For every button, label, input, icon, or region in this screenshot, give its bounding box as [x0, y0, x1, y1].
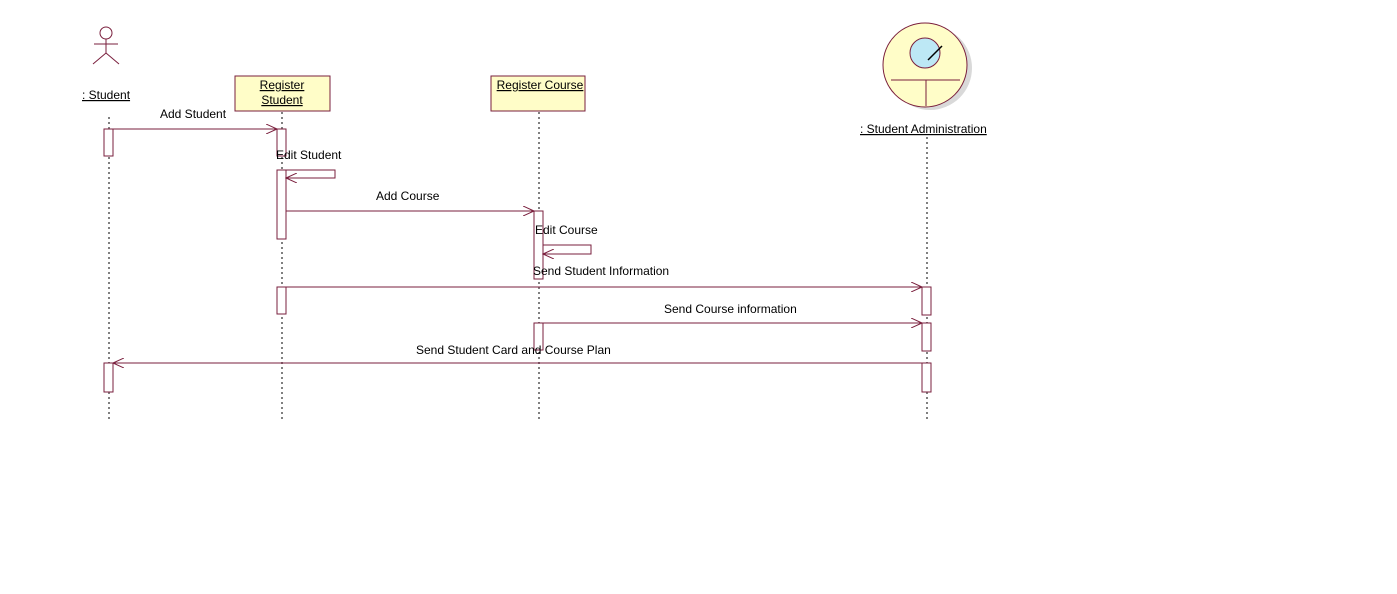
object-box-register-student — [234, 75, 331, 112]
participant-student-administration[interactable]: : Student Administration — [860, 22, 987, 136]
message-edit-student-label: Edit Student — [276, 148, 342, 162]
register-course-label: Register Course — [497, 78, 584, 92]
participant-student-label: : Student — [82, 88, 131, 102]
message-edit-course-label: Edit Course — [535, 223, 598, 237]
message-edit-student[interactable]: Edit Student — [276, 148, 342, 178]
activation-student-1 — [103, 128, 114, 157]
actor-stick-figure-icon — [92, 26, 120, 65]
message-send-course-information[interactable]: Send Course information — [543, 302, 922, 323]
participant-register-student[interactable]: Register Student — [234, 75, 331, 112]
message-edit-course[interactable]: Edit Course — [535, 223, 598, 254]
register-student-label-line1: Register — [260, 78, 305, 92]
activation-register-student-2 — [276, 169, 287, 240]
entity-circle-icon — [882, 22, 972, 110]
participant-student[interactable]: : Student — [82, 26, 131, 102]
message-add-course-label: Add Course — [376, 189, 440, 203]
message-send-student-card-and-course-plan[interactable]: Send Student Card and Course Plan — [113, 343, 922, 363]
activation-student-2 — [103, 362, 114, 393]
message-send-student-card-and-course-plan-label: Send Student Card and Course Plan — [416, 343, 611, 357]
activation-student-administration-1 — [921, 286, 932, 316]
message-add-student-label: Add Student — [160, 107, 227, 121]
object-box-register-course — [490, 75, 586, 112]
message-send-course-information-label: Send Course information — [664, 302, 797, 316]
message-send-student-information[interactable]: Send Student Information — [286, 264, 922, 287]
activation-register-student-3 — [276, 286, 287, 315]
activation-student-administration-3 — [921, 362, 932, 393]
activation-register-student-1 — [276, 128, 287, 157]
message-add-course[interactable]: Add Course — [286, 189, 534, 211]
message-add-student[interactable]: Add Student — [113, 107, 277, 129]
register-student-label-line2: Student — [261, 93, 303, 107]
participant-register-course[interactable]: Register Course — [490, 75, 586, 112]
student-administration-label: : Student Administration — [860, 122, 987, 136]
activation-student-administration-2 — [921, 322, 932, 352]
message-send-student-information-label: Send Student Information — [533, 264, 669, 278]
activation-register-course-2 — [533, 322, 544, 351]
